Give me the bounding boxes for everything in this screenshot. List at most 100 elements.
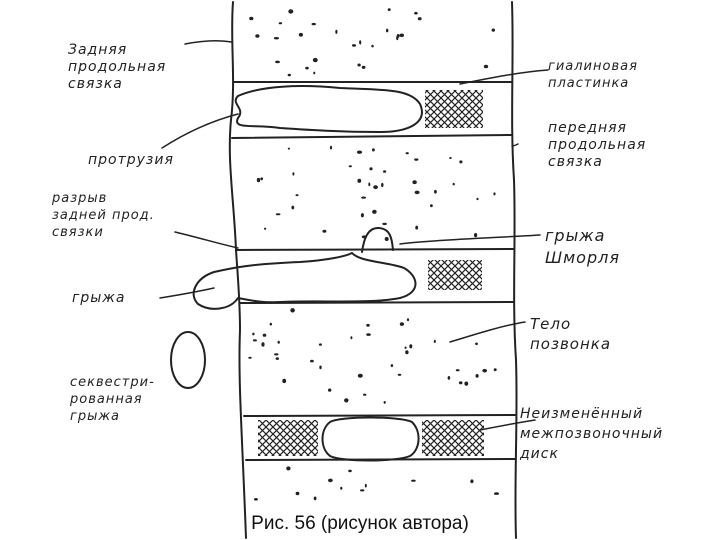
stipple-dot [414,158,418,160]
label-sequestered-hernia: секвестри- рованная грыжа [70,374,155,425]
stipple-dot [288,9,293,13]
stipple-dot [407,318,409,321]
stipple-dot [299,33,303,37]
stipple-dot [360,489,364,491]
stipple-dot [372,148,375,151]
stipple-dot [292,172,294,175]
label-schmorl-hernia: грыжа Шморля [545,225,620,269]
disc3-hatch-right [422,420,484,456]
stipple-dot [373,185,378,189]
stipple-dot [276,213,281,215]
stipple-dot [476,374,479,378]
stipple-dot [357,179,361,183]
stipple-dot [261,342,264,346]
stipple-dot [382,223,387,225]
stipple-dot [328,389,331,392]
stipple-dot [361,197,366,199]
stipple-dot [456,369,460,371]
stipple-dot [344,398,348,402]
stipple-dot [350,336,352,339]
disc3-hatch-left [258,420,318,456]
stipple-dot [335,30,337,34]
stipple-dot [384,401,386,404]
stipple-dot [275,61,280,64]
stipple-dot [415,226,418,230]
stipple-dot [312,23,316,25]
stipple-dot [357,151,362,154]
stipple-dot [482,369,487,373]
stipple-dot [288,148,290,150]
stipple-dot [453,183,455,186]
stipple-dot [398,374,402,376]
stipple-dot [357,64,360,67]
stipple-dot [411,480,416,482]
stipple-dot [368,183,370,187]
stipple-dot [371,45,373,48]
stipple-dot [414,12,418,15]
label-hernia: грыжа [72,290,126,307]
stipple-dot [400,34,404,38]
stipple-dot [254,498,258,501]
disc2-hatch [428,260,482,290]
intact-nucleus [323,418,419,461]
stipple-dot [296,194,299,196]
label-vertebral-body: Тело позвонка [530,314,611,354]
disc1-hatch [425,90,483,128]
label-intact-disc: Неизменённый межпозвоночный диск [520,404,663,464]
stipple-dot [260,177,263,180]
stipple-dot [459,381,463,384]
label-anterior-ligament: передняя продольная связка [548,120,646,171]
stipple-dot [314,497,317,501]
stipple-dot [340,487,342,490]
stipple-dot [264,228,266,230]
stipple-dot [470,479,473,483]
stipple-dot [459,160,462,163]
stipple-dot [430,204,433,207]
hernia-nucleus [194,253,416,309]
stipple-dot [494,368,497,371]
stipple-dot [252,333,254,336]
stipple-dot [253,339,257,341]
stipple-dot [249,17,253,21]
stipple-dot [369,167,372,170]
stipple-dot [372,210,377,214]
stipple-dot [484,65,488,69]
stipple-dot [313,58,318,62]
leader-lines [160,41,548,430]
stipple-dot [278,341,280,344]
stipple-dot [291,206,294,210]
label-posterior-ligament: Задняя продольная связка [68,42,166,93]
label-protrusion: протрузия [88,152,174,169]
stipple-dot [279,22,282,24]
stipple-dot [405,350,408,354]
stipple-dot [381,183,383,187]
stipple-dot [415,191,420,195]
stipple-dot [475,343,478,346]
stipple-dot [313,72,315,75]
stipple-dot [391,364,393,367]
stipple-dot [270,323,272,326]
stipple-dot [263,334,267,337]
stipple-dot [361,213,364,217]
stipple-dot [363,394,366,396]
sequestered-fragment [171,332,205,388]
stipple-dot [319,366,321,370]
stipple-dot [400,322,404,326]
stipple-dot [286,466,290,470]
stipple-dot [396,36,398,40]
stipple-dot [492,29,495,32]
stipple-dot [352,44,356,47]
stipple-dot [359,40,361,44]
stipple-dot [434,340,436,343]
stipple-dot [255,34,259,38]
stipple-dot [385,237,389,241]
stipple-dot [310,360,314,363]
protrusion-nucleus [236,86,422,132]
stipple-dot [365,484,367,488]
stipple-dot [305,67,309,70]
stipple-dot [386,29,388,33]
stipple-dot [388,8,391,11]
stipple-dot [493,192,495,195]
stipple-dot [296,492,300,495]
stipple-dot [494,492,499,495]
